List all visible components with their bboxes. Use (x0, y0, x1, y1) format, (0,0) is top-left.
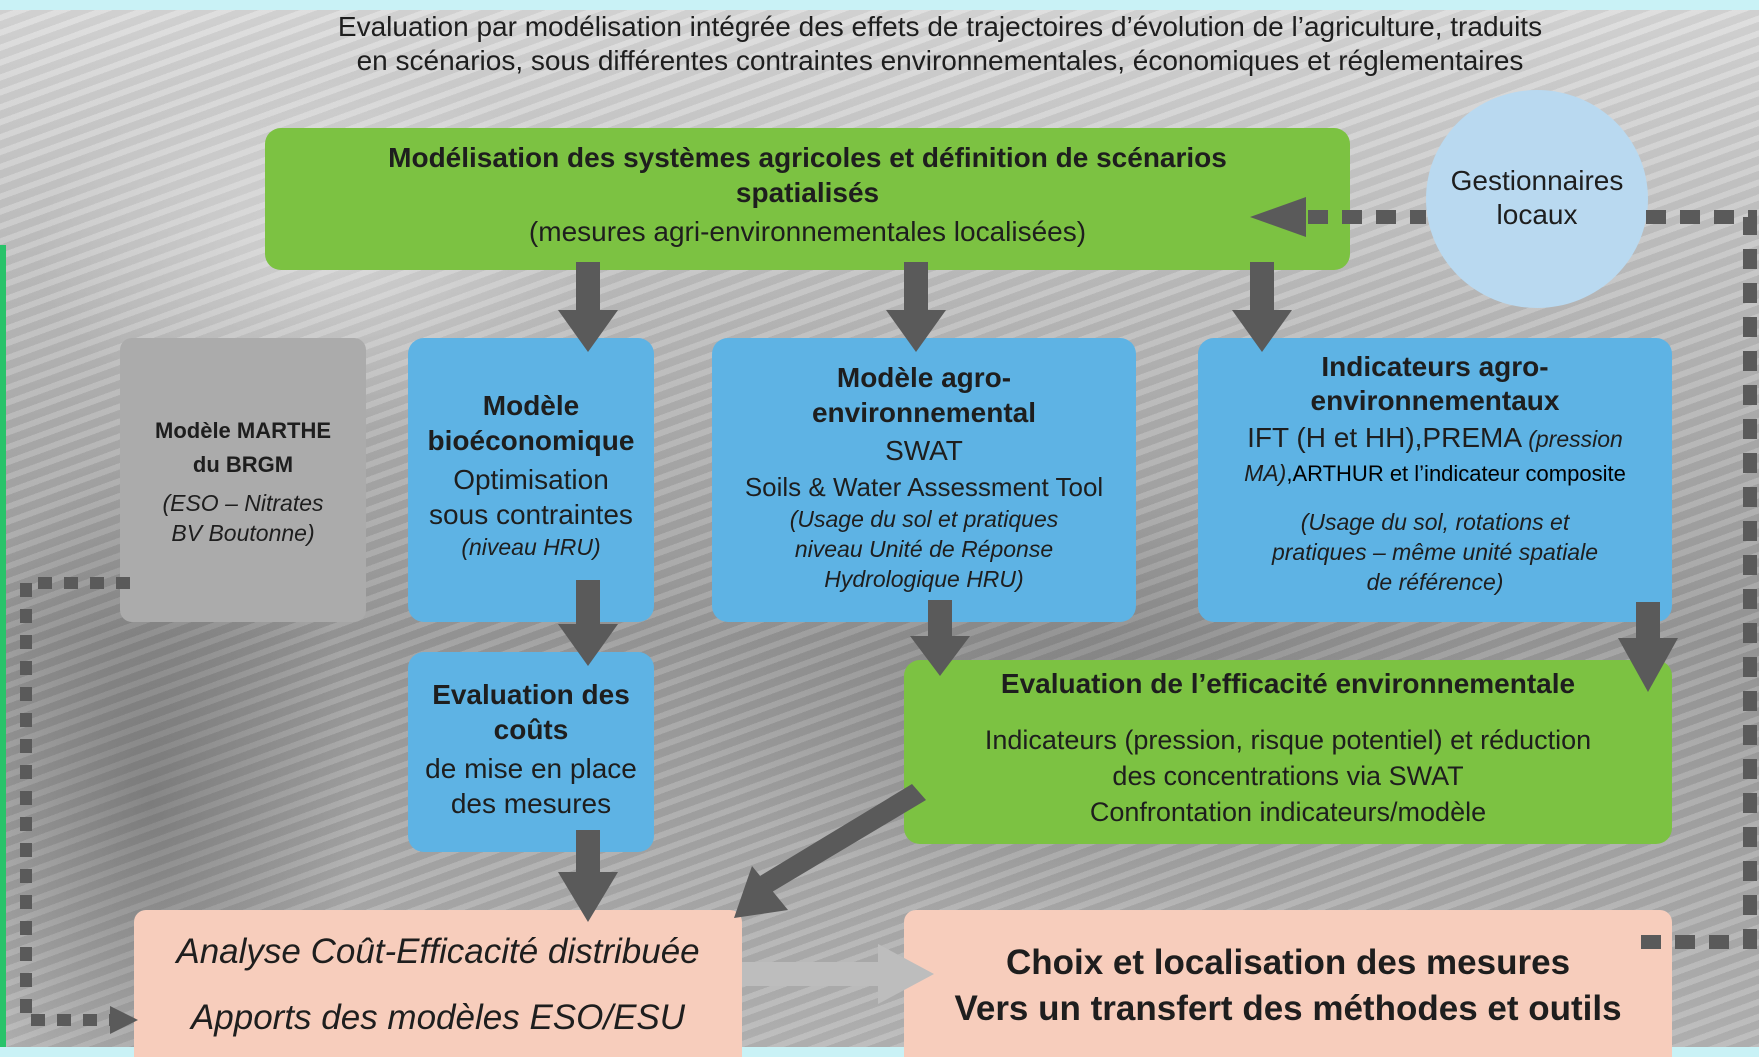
measures-choice-box: Choix et localisation des mesures Vers u… (904, 910, 1672, 1057)
efficiency-title: Evaluation de l’efficacité environnement… (1000, 668, 1576, 699)
cost-title-1: Evaluation des (432, 679, 630, 710)
agricultural-systems-title-1: Modélisation des systèmes agricoles et d… (388, 142, 1227, 173)
arrow-cost-to-analysis (558, 830, 618, 922)
agro-environmental-indicators-box: Indicateurs agro- environnementaux IFT (… (1198, 338, 1672, 622)
arrow-bioeconomic-to-cost (558, 580, 618, 666)
arrow-indicators-to-efficiency (1618, 602, 1678, 692)
environmental-efficiency-box: Evaluation de l’efficacité environnement… (904, 660, 1672, 844)
left-border-strip (0, 245, 6, 1057)
indicators-arthur: ,ARTHUR et l’indicateur composite (1286, 461, 1626, 486)
arrow-to-agro-model (886, 262, 946, 352)
marthe-detail-1: (ESO – Nitrates (162, 490, 324, 516)
title-line-2: en scénarios, sous différentes contraint… (356, 45, 1524, 76)
cost-evaluation-box: Evaluation des coûts de mise en place de… (408, 652, 654, 852)
bioeconomic-model-box: Modèle bioéconomique Optimisation sous c… (408, 338, 654, 622)
dashed-arrowhead-marthe (110, 1006, 138, 1034)
analysis-line-2: Apports des modèles ESO/ESU (190, 998, 686, 1037)
marthe-model-box: Modèle MARTHE du BRGM (ESO – Nitrates BV… (120, 338, 366, 622)
choice-line-2: Vers un transfert des méthodes et outils (954, 989, 1622, 1028)
agro-environmental-model-box: Modèle agro- environnemental SWAT Soils … (712, 338, 1136, 622)
agro-model-detail-1: (Usage du sol et pratiques (789, 506, 1059, 532)
arrow-efficiency-to-analysis (734, 784, 926, 918)
indicators-ma: MA) (1244, 460, 1287, 486)
indicators-title-1: Indicateurs agro- (1321, 351, 1549, 382)
arrow-to-indicators (1232, 262, 1292, 352)
agro-model-title-1: Modèle agro- (836, 362, 1012, 393)
local-managers-circle: Gestionnaires locaux (1426, 90, 1648, 308)
agro-model-detail-3: Hydrologique HRU) (824, 566, 1024, 592)
cost-detail-2: des mesures (450, 788, 612, 819)
agro-model-swat: SWAT (885, 435, 963, 466)
bioeconomic-detail-2: sous contraintes (429, 499, 633, 530)
choice-line-1: Choix et localisation des mesures (1005, 943, 1571, 982)
arrow-agro-model-to-efficiency (910, 600, 970, 676)
bioeconomic-detail-1: Optimisation (453, 464, 609, 495)
efficiency-detail-3: Confrontation indicateurs/modèle (1089, 797, 1487, 827)
cost-efficiency-analysis-box: Analyse Coût-Efficacité distribuée Appor… (134, 910, 742, 1057)
cost-detail-1: de mise en place (425, 753, 637, 784)
bioeconomic-title-1: Modèle (482, 390, 580, 421)
indicators-pression: (pression (1528, 426, 1623, 452)
indicators-detail-3: de référence) (1366, 569, 1504, 595)
marthe-title-2: du BRGM (192, 452, 294, 477)
efficiency-detail-2: des concentrations via SWAT (1112, 761, 1464, 791)
arrow-analysis-to-choice (742, 944, 934, 1004)
top-border-strip (0, 0, 1759, 10)
agro-model-detail-2: niveau Unité de Réponse (794, 536, 1054, 562)
agro-model-swat-full: Soils & Water Assessment Tool (744, 472, 1104, 502)
local-managers-line-1: Gestionnaires (1450, 165, 1624, 196)
indicators-ift-prema: IFT (H et HH),PREMA (1247, 422, 1529, 453)
marthe-title-1: Modèle MARTHE (155, 418, 331, 443)
local-managers-line-2: locaux (1496, 199, 1578, 230)
agricultural-systems-title-2: spatialisés (735, 177, 880, 208)
agricultural-systems-subtitle: (mesures agri-environnementales localisé… (528, 216, 1087, 247)
cost-title-2: coûts (493, 714, 569, 745)
bioeconomic-detail-3: (niveau HRU) (461, 534, 601, 560)
dashed-feedback-loop-right (1308, 210, 1757, 949)
bottom-border-strip (0, 1047, 1759, 1057)
indicators-title-2: environnementaux (1310, 385, 1560, 416)
indicators-detail-2: pratiques – même unité spatiale (1271, 539, 1599, 565)
dashed-link-marthe (20, 577, 130, 1026)
title-line-1: Evaluation par modélisation intégrée des… (337, 11, 1543, 42)
arrow-managers-to-top-box (1250, 197, 1306, 237)
efficiency-detail-1: Indicateurs (pression, risque potentiel)… (984, 725, 1592, 755)
arrow-to-bioeconomic (558, 262, 618, 352)
analysis-line-1: Analyse Coût-Efficacité distribuée (176, 932, 700, 971)
marthe-detail-2: BV Boutonne) (171, 520, 315, 546)
bioeconomic-title-2: bioéconomique (427, 425, 635, 456)
indicators-detail-1: (Usage du sol, rotations et (1300, 509, 1570, 535)
diagram-title: Evaluation par modélisation intégrée des… (240, 10, 1640, 78)
agricultural-systems-box: Modélisation des systèmes agricoles et d… (265, 128, 1350, 270)
agro-model-title-2: environnemental (811, 397, 1037, 428)
